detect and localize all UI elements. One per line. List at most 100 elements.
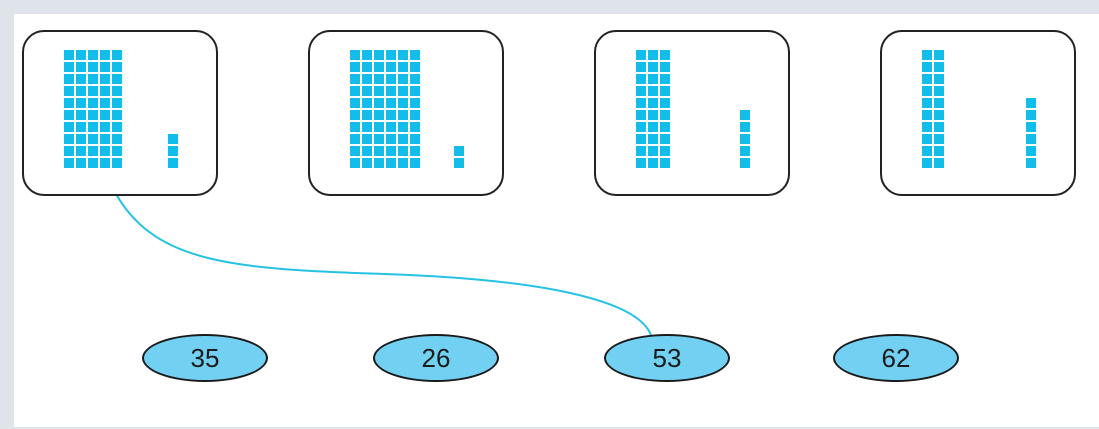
ten-rod-cell: [100, 62, 110, 72]
ten-rod-cell: [374, 110, 384, 120]
ten-rod-cell: [636, 122, 646, 132]
ten-rod-cell: [88, 146, 98, 156]
one-unit-cube: [740, 146, 750, 156]
ten-rod-cell: [64, 50, 74, 60]
ten-rod-cell: [374, 98, 384, 108]
ten-rod-cell: [648, 86, 658, 96]
ten-rod-cell: [922, 110, 932, 120]
ten-rod-cell: [76, 146, 86, 156]
ten-rod-cell: [934, 146, 944, 156]
ten-rod-cell: [386, 98, 396, 108]
answer-ellipse-1[interactable]: 35: [142, 334, 268, 382]
ten-rod-cell: [660, 74, 670, 84]
ten-rod-cell: [112, 74, 122, 84]
ten-rod-cell: [660, 50, 670, 60]
ten-rod-cell: [636, 146, 646, 156]
ten-rod-cell: [410, 50, 420, 60]
ten-rod-cell: [112, 146, 122, 156]
base-ten-blocks-4: [882, 32, 1078, 198]
base-ten-card-2[interactable]: [308, 30, 504, 196]
ten-rod-cell: [350, 74, 360, 84]
one-unit-cube: [1026, 158, 1036, 168]
ten-rod-cell: [350, 158, 360, 168]
ten-rod-cell: [76, 98, 86, 108]
ten-rod-cell: [88, 98, 98, 108]
frame-top: [0, 0, 1099, 14]
ten-rod-cell: [88, 134, 98, 144]
ten-rod-cell: [934, 98, 944, 108]
ten-rod-cell: [934, 50, 944, 60]
ten-rod-cell: [398, 50, 408, 60]
ten-rod-cell: [350, 62, 360, 72]
ten-rod-cell: [362, 122, 372, 132]
ten-rod-cell: [398, 146, 408, 156]
ten-rod-cell: [374, 86, 384, 96]
ten-rod-cell: [64, 86, 74, 96]
ten-rod-cell: [112, 62, 122, 72]
ten-rod-cell: [636, 74, 646, 84]
ten-rod-cell: [374, 50, 384, 60]
answer-ellipse-3[interactable]: 53: [604, 334, 730, 382]
ten-rod-cell: [374, 146, 384, 156]
ten-rod-cell: [350, 110, 360, 120]
ten-rod-cell: [386, 50, 396, 60]
ten-rod-cell: [386, 110, 396, 120]
ten-rod-cell: [386, 122, 396, 132]
base-ten-card-4[interactable]: [880, 30, 1076, 196]
ten-rod-cell: [922, 146, 932, 156]
ten-rod-cell: [636, 134, 646, 144]
ten-rod-cell: [934, 86, 944, 96]
ten-rod-cell: [648, 50, 658, 60]
ten-rod-cell: [648, 98, 658, 108]
ten-rod-cell: [100, 134, 110, 144]
one-unit-cube: [454, 146, 464, 156]
ten-rod-cell: [100, 146, 110, 156]
ten-rod-cell: [112, 110, 122, 120]
ten-rod-cell: [362, 158, 372, 168]
ten-rod-cell: [362, 62, 372, 72]
ten-rod-cell: [660, 110, 670, 120]
base-ten-card-3[interactable]: [594, 30, 790, 196]
base-ten-card-1[interactable]: [22, 30, 218, 196]
ten-rod-cell: [648, 110, 658, 120]
ten-rod-cell: [636, 62, 646, 72]
ten-rod-cell: [386, 134, 396, 144]
ten-rod-cell: [350, 86, 360, 96]
ten-rod-cell: [112, 50, 122, 60]
ten-rod-cell: [88, 50, 98, 60]
ten-rod-cell: [398, 62, 408, 72]
ten-rod-cell: [660, 122, 670, 132]
ten-rod-cell: [76, 62, 86, 72]
ten-rod-cell: [100, 86, 110, 96]
ten-rod-cell: [410, 98, 420, 108]
answer-ellipse-4[interactable]: 62: [833, 334, 959, 382]
answer-ellipse-2[interactable]: 26: [373, 334, 499, 382]
ten-rod-cell: [648, 74, 658, 84]
ten-rod-cell: [362, 146, 372, 156]
ten-rod-cell: [410, 86, 420, 96]
ten-rod-cell: [374, 158, 384, 168]
ten-rod-cell: [76, 158, 86, 168]
ten-rod-cell: [76, 122, 86, 132]
ten-rod-cell: [350, 134, 360, 144]
ten-rod-cell: [88, 74, 98, 84]
ten-rod-cell: [64, 146, 74, 156]
one-unit-cube: [740, 122, 750, 132]
ten-rod-cell: [64, 98, 74, 108]
ten-rod-cell: [112, 86, 122, 96]
ten-rod-cell: [386, 74, 396, 84]
ten-rod-cell: [100, 74, 110, 84]
ten-rod-cell: [362, 50, 372, 60]
ten-rod-cell: [636, 50, 646, 60]
ten-rod-cell: [934, 122, 944, 132]
ten-rod-cell: [934, 110, 944, 120]
ten-rod-cell: [398, 134, 408, 144]
ten-rod-cell: [660, 62, 670, 72]
ten-rod-cell: [100, 122, 110, 132]
ten-rod-cell: [76, 134, 86, 144]
ten-rod-cell: [76, 110, 86, 120]
ten-rod-cell: [88, 62, 98, 72]
ten-rod-cell: [410, 134, 420, 144]
ten-rod-cell: [100, 110, 110, 120]
